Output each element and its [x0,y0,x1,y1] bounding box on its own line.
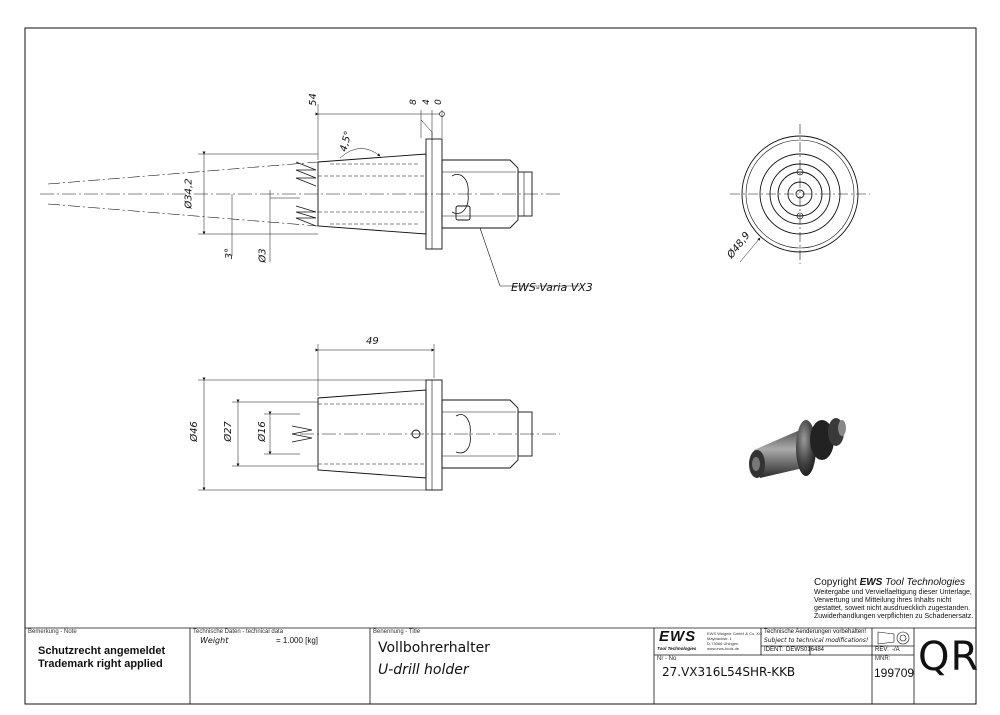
ews-logo-box [657,631,705,651]
company-name: EWS Weigele GmbH & Co. KG [707,631,763,636]
copyright-line: gestattet, soweit nicht ausdruecklich zu… [814,605,971,612]
dim-len-49: 49 [366,336,379,347]
dim-dia-27: Ø27 [222,421,234,442]
copyright-notice: Copyright EWS Tool Technologies Weiterga… [814,577,994,621]
remark-line-1: Schutzrecht angemeldet [38,645,166,657]
rev-label: REV: [875,647,889,653]
title-de: Vollbohrerhalter [378,640,490,656]
qr-mark: QR [918,634,980,680]
remark-line-2: Trademark right applied [38,658,163,670]
copyright-line: Verwertung und Mitteilung ihres Inhalts … [814,597,952,604]
weight-label: Weight [200,636,229,645]
dim-top-length: 54 [307,93,319,106]
side-view-bottom [198,344,560,491]
dim-0: 0 [433,99,444,105]
product-3d-render [749,418,846,478]
dim-angle-3: 3° [224,247,236,260]
dim-8: 8 [408,99,419,105]
company-web: www.ews-tools.de [707,646,740,651]
changes-de: Technische Aenderungen vorbehalten! [764,629,867,635]
rev-value: -/A [892,647,900,653]
ident-value: DEWS016484 [786,647,825,653]
title-block-frame [25,627,976,704]
copyright-suffix: Tool Technologies [882,577,966,588]
side-view-top [40,104,580,287]
changes-en: Subject to technical modifications! [764,637,869,644]
weight-value: = 1.000 [kg] [276,636,319,645]
part-number: 27.VX316L54SHR-KKB [662,665,796,679]
callout-ews-varia: EWS-Varia VX3 [511,281,593,294]
dim-dia-34: Ø34,2 [183,178,195,209]
copyright-prefix: Copyright [814,577,860,588]
dim-dia-3: Ø3 [257,248,269,263]
mnr-value: 199709 [874,666,915,680]
ews-logo-subtitle: Tool Technologies [657,646,697,651]
dim-dia-16: Ø16 [256,421,268,442]
ews-logo: EWS [659,628,697,645]
title-header: Benennung - Title [373,629,421,635]
copyright-brand: EWS [859,577,883,588]
end-view [730,124,870,264]
tech-data-header: Technische Daten - technical data [193,629,284,635]
remark-header: Bemerkung - Note [28,629,77,635]
dim-4: 4 [421,99,432,105]
company-address-1: Maybachstr. 1 [707,636,732,641]
company-address-2: D-73066 Uhingen [707,641,739,646]
dim-dia-46: Ø46 [188,421,200,442]
copyright-line: Weitergabe und Vervielfaeltigung dieser … [814,589,972,596]
copyright-line: Zuwiderhandlungen verpflichten zu Schade… [814,613,974,620]
ident-label: IDENT: [764,647,784,653]
mnr-header: MNR: [875,656,891,662]
nr-header: Nr - No [657,656,677,662]
title-en: U-drill holder [378,662,469,678]
